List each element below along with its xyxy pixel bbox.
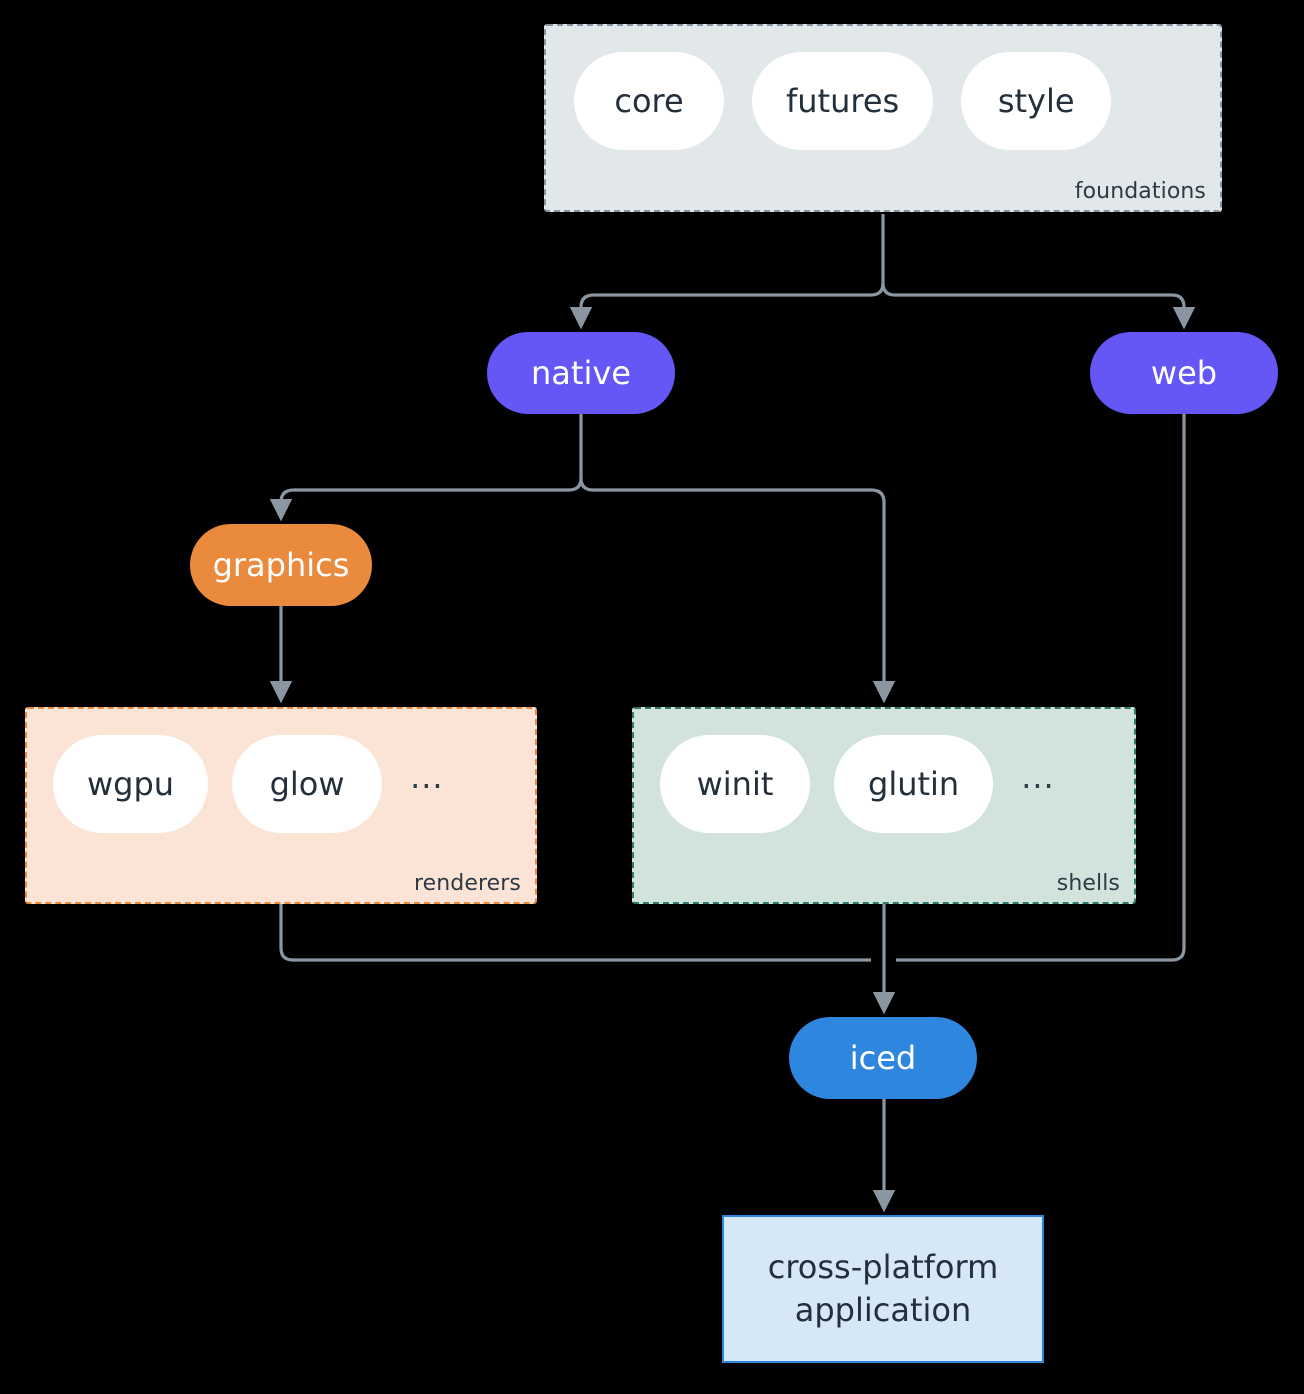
renderers-ellipsis: ... <box>410 758 444 796</box>
group-label-foundations: foundations <box>1074 179 1206 204</box>
edge-foundations-web <box>881 282 1196 330</box>
group-label-shells: shells <box>1056 871 1120 896</box>
leaf-glutin[interactable]: glutin <box>834 735 994 833</box>
node-cross-platform-application[interactable]: cross-platform application <box>722 1215 1044 1363</box>
shells-ellipsis: ... <box>1021 758 1055 796</box>
application-line-2: application <box>794 1291 972 1329</box>
group-foundations: core futures style foundations <box>544 24 1222 212</box>
foundations-items: core futures style <box>574 52 1112 150</box>
group-renderers: wgpu glow ... renderers <box>25 707 537 904</box>
node-web[interactable]: web <box>1090 332 1278 414</box>
leaf-style[interactable]: style <box>961 52 1112 150</box>
edge-renderers-merge <box>279 904 871 962</box>
edge-native-graphics <box>269 477 583 522</box>
edge-native-shells <box>579 477 896 704</box>
renderers-items: wgpu glow ... <box>53 735 448 833</box>
leaf-glow[interactable]: glow <box>232 735 383 833</box>
leaf-wgpu[interactable]: wgpu <box>53 735 209 833</box>
edge-foundations-native <box>569 282 885 330</box>
node-native[interactable]: native <box>487 332 675 414</box>
application-line-1: cross-platform <box>767 1247 999 1286</box>
leaf-core[interactable]: core <box>574 52 724 150</box>
group-label-renderers: renderers <box>413 871 521 896</box>
shells-items: winit glutin ... <box>660 735 1059 833</box>
leaf-futures[interactable]: futures <box>752 52 934 150</box>
group-shells: winit glutin ... shells <box>632 707 1136 904</box>
leaf-winit[interactable]: winit <box>660 735 810 833</box>
node-graphics[interactable]: graphics <box>190 524 372 606</box>
node-iced[interactable]: iced <box>789 1017 977 1099</box>
